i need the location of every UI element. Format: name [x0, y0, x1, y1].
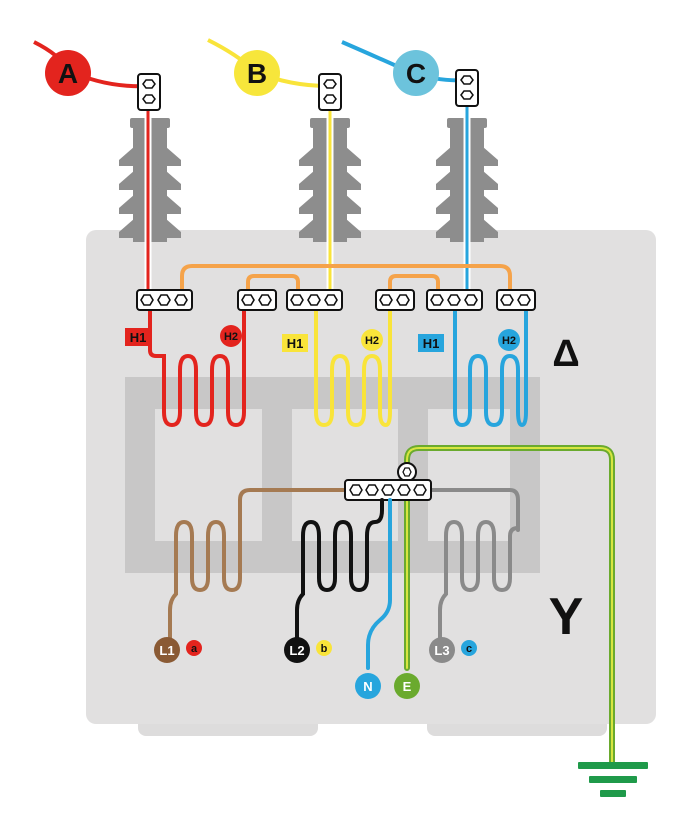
label-h1-c: H1	[418, 334, 444, 352]
svg-text:H1: H1	[130, 330, 147, 345]
primary-leads	[144, 100, 471, 292]
terminal-n: N	[355, 673, 381, 699]
terminal-strip-c-h1	[426, 289, 483, 311]
bushing-terminal-b	[318, 73, 342, 111]
bushing-terminal-a	[137, 73, 161, 111]
label-h2-b: H2	[361, 329, 383, 351]
svg-text:L3: L3	[434, 643, 449, 658]
delta-symbol: Δ	[552, 333, 579, 375]
svg-text:H1: H1	[423, 336, 440, 351]
delta-jumpers	[180, 264, 512, 292]
svg-text:H2: H2	[502, 335, 516, 347]
secondary-neutral-jumpers	[238, 488, 520, 534]
primary-winding-b	[314, 308, 392, 428]
svg-text:E: E	[403, 679, 412, 694]
phase-b-label: B	[247, 58, 267, 89]
terminal-e: E	[394, 673, 420, 699]
svg-text:H1: H1	[287, 336, 304, 351]
svg-text:c: c	[466, 643, 472, 655]
neutral-bus	[344, 462, 432, 501]
label-h2-c: H2	[498, 329, 520, 351]
svg-text:H2: H2	[224, 331, 238, 343]
label-h2-a: H2	[220, 325, 242, 347]
svg-text:b: b	[321, 643, 328, 655]
wye-symbol: Y	[549, 588, 584, 646]
terminal-l3: L3 c	[429, 637, 477, 663]
svg-text:L2: L2	[289, 643, 304, 658]
secondary-winding-c	[438, 519, 520, 652]
earth-conductor	[404, 445, 615, 765]
svg-text:N: N	[363, 679, 372, 694]
label-h1-a: H1	[125, 328, 151, 346]
secondary-winding-b	[295, 498, 384, 652]
transformer-tank	[86, 230, 656, 736]
ground-icon	[578, 762, 648, 797]
phase-c-badge: C	[393, 50, 439, 96]
terminal-strip-a-h1	[136, 289, 193, 311]
phase-b-badge: B	[234, 50, 280, 96]
primary-winding-a	[148, 308, 246, 428]
bushing-terminal-c	[455, 69, 479, 107]
terminal-strip-b-h2	[375, 289, 415, 311]
terminal-strip-c-h2	[496, 289, 536, 311]
phase-a-label: A	[58, 58, 78, 89]
primary-winding-c	[453, 302, 528, 428]
neutral-conductor	[366, 498, 392, 670]
terminal-l1: L1 a	[154, 637, 202, 663]
phase-a-badge: A	[45, 50, 91, 96]
svg-text:a: a	[191, 643, 198, 655]
terminal-strip-a-h2	[237, 289, 277, 311]
terminal-strip-b-h1	[286, 289, 343, 311]
terminal-l2: L2 b	[284, 637, 332, 663]
svg-text:L1: L1	[159, 643, 174, 658]
secondary-winding-a	[168, 519, 242, 652]
label-h1-b: H1	[282, 334, 308, 352]
svg-text:H2: H2	[365, 335, 379, 347]
phase-c-label: C	[406, 58, 426, 89]
